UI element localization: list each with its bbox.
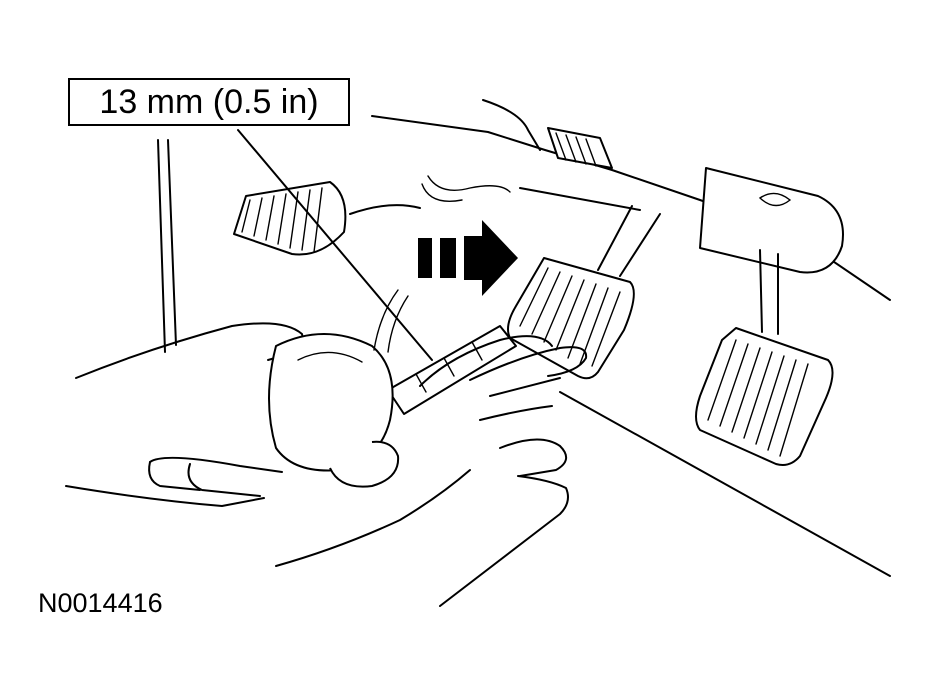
left-hand: [65, 322, 400, 507]
figure-reference-id: N0014416: [38, 588, 163, 618]
dashed-arrow-right-icon: [418, 220, 518, 296]
measurement-callout: 13 mm (0.5 in): [68, 78, 350, 126]
brake-pedal: [507, 205, 661, 380]
callout-leader-line: [237, 129, 433, 361]
kick-panel-edge: [157, 139, 177, 353]
tape-measure-blade: [387, 325, 517, 415]
accelerator-pedal: [695, 249, 834, 466]
wiring-detail: [373, 175, 511, 353]
parking-brake-pedal: [233, 181, 347, 256]
dash-vent: [547, 127, 613, 169]
measurement-label: 13 mm (0.5 in): [99, 82, 319, 121]
right-hand: [275, 335, 588, 607]
floor-line: [559, 391, 891, 577]
steering-column: [699, 167, 844, 274]
